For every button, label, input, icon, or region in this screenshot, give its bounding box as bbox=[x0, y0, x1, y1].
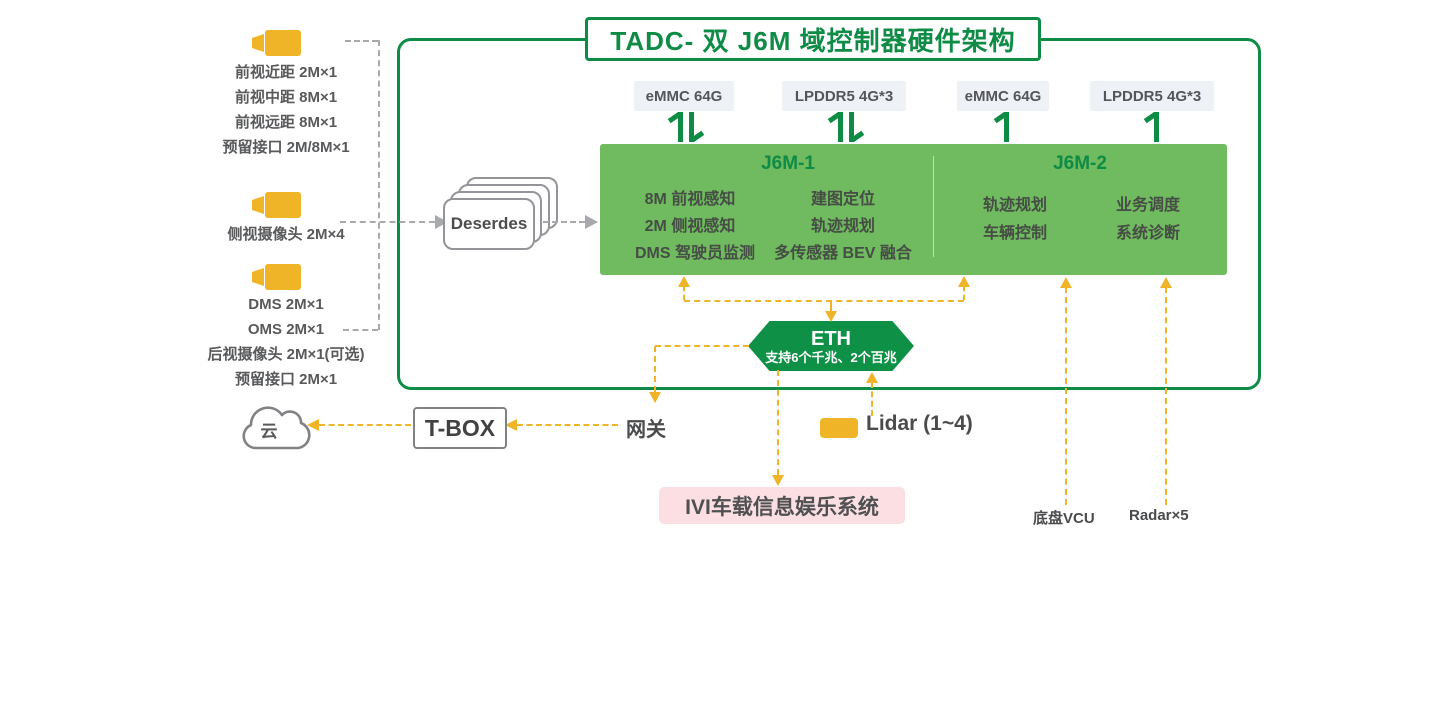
camera-lens-icon bbox=[252, 34, 264, 52]
radar-label: Radar×5 bbox=[1129, 507, 1189, 524]
diagram-title-box: TADC- 双 J6M 域控制器硬件架构 bbox=[585, 17, 1041, 61]
cabin-camera-labels: DMS 2M×1 OMS 2M×1 后视摄像头 2M×1(可选) 预留接口 2M… bbox=[188, 292, 384, 392]
eth-hexagon: ETH 支持6个千兆、2个百兆 bbox=[748, 321, 914, 371]
arrowhead-up-icon bbox=[958, 276, 970, 287]
ivi-label: IVI车载信息娱乐系统 bbox=[685, 495, 879, 519]
soc-eth-left-drop bbox=[683, 286, 685, 300]
memory-label: LPDDR5 4G*3 bbox=[1090, 81, 1214, 111]
arrow-down-icon bbox=[688, 112, 705, 143]
deserdes-to-soc-line bbox=[543, 221, 585, 223]
camera-icon bbox=[252, 262, 302, 292]
j6m1-title: J6M-1 bbox=[761, 153, 815, 174]
camera-label: OMS 2M×1 bbox=[247, 321, 325, 338]
deserdes-card-front: Deserdes bbox=[443, 198, 535, 250]
eth-gateway-line-h bbox=[655, 345, 749, 347]
soc-eth-bus-line bbox=[684, 300, 964, 302]
arrow-up-icon bbox=[1143, 111, 1160, 142]
camera-bracket-stub-top bbox=[345, 40, 378, 42]
camera-label: DMS 2M×1 bbox=[248, 296, 324, 313]
eth-top-drop bbox=[830, 301, 832, 312]
j6m2-item: 轨迹规划 bbox=[982, 197, 1048, 214]
eth-capability: 支持6个千兆、2个百兆 bbox=[765, 349, 897, 365]
front-camera-labels: 前视近距 2M×1 前视中距 8M×1 前视远距 8M×1 预留接口 2M/8M… bbox=[200, 60, 372, 160]
tbox-box: T-BOX bbox=[413, 407, 507, 449]
camera-body-icon bbox=[265, 30, 301, 56]
camera-bracket-line bbox=[378, 40, 380, 330]
arrowhead-down-icon bbox=[772, 475, 784, 486]
tbox-label: T-BOX bbox=[424, 414, 496, 441]
arrowhead-up-icon bbox=[866, 372, 878, 383]
j6m2-title: J6M-2 bbox=[1053, 153, 1107, 174]
j6m2-item: 系统诊断 bbox=[1115, 225, 1181, 242]
camera-icon bbox=[252, 190, 302, 220]
cameras-to-deserdes-line bbox=[340, 221, 435, 223]
camera-label: 前视近距 2M×1 bbox=[234, 64, 338, 81]
side-camera-labels: 侧视摄像头 2M×4 bbox=[200, 222, 372, 247]
arrowhead-right-icon bbox=[585, 215, 598, 229]
vcu-label: 底盘VCU bbox=[1033, 510, 1095, 527]
eth-gateway-line-v bbox=[654, 346, 656, 392]
eth-ivi-line bbox=[777, 370, 779, 475]
lidar-icon bbox=[820, 418, 858, 438]
camera-lens-icon bbox=[252, 196, 264, 214]
ivi-box: IVI车载信息娱乐系统 bbox=[659, 487, 905, 524]
j6m1-item: 轨迹规划 bbox=[810, 218, 876, 235]
soc-eth-right-drop bbox=[963, 286, 965, 300]
arrowhead-down-icon bbox=[825, 311, 837, 322]
j6m1-item: 2M 侧视感知 bbox=[644, 218, 736, 235]
arrow-up-icon bbox=[827, 111, 844, 142]
camera-body-icon bbox=[265, 264, 301, 290]
camera-label: 预留接口 2M/8M×1 bbox=[222, 139, 350, 156]
radar-soc-line bbox=[1165, 287, 1167, 505]
camera-label: 后视摄像头 2M×1(可选) bbox=[207, 346, 365, 363]
camera-label: 侧视摄像头 2M×4 bbox=[227, 226, 345, 243]
eth-label: ETH bbox=[811, 327, 851, 350]
lidar-label: Lidar (1~4) bbox=[866, 412, 973, 435]
diagram-title: TADC- 双 J6M 域控制器硬件架构 bbox=[610, 25, 1016, 56]
gateway-label: 网关 bbox=[626, 419, 666, 441]
gateway-tbox-line bbox=[517, 424, 618, 426]
arrowhead-down-icon bbox=[649, 392, 661, 403]
camera-body-icon bbox=[265, 192, 301, 218]
j6m1-item: DMS 驾驶员监测 bbox=[634, 245, 756, 262]
arrowhead-up-icon bbox=[1160, 277, 1172, 288]
lidar-eth-line bbox=[871, 382, 873, 416]
j6m1-item: 8M 前视感知 bbox=[644, 191, 736, 208]
arrowhead-up-icon bbox=[1060, 277, 1072, 288]
memory-label: LPDDR5 4G*3 bbox=[782, 81, 906, 111]
memory-label: eMMC 64G bbox=[634, 81, 734, 111]
deserdes-label: Deserdes bbox=[450, 214, 528, 233]
camera-label: 前视远距 8M×1 bbox=[234, 114, 338, 131]
camera-icon bbox=[252, 28, 302, 58]
tbox-cloud-line bbox=[319, 424, 411, 426]
j6m-soc-box bbox=[600, 144, 1227, 275]
arrow-down-icon bbox=[848, 112, 865, 143]
arrow-up-icon bbox=[993, 111, 1010, 142]
arrowhead-left-icon bbox=[505, 419, 517, 431]
j6m1-item: 多传感器 BEV 融合 bbox=[774, 245, 912, 262]
j6m1-item: 建图定位 bbox=[810, 191, 876, 208]
j6m2-item: 业务调度 bbox=[1115, 197, 1181, 214]
cloud-label: 云 bbox=[260, 422, 278, 441]
camera-lens-icon bbox=[252, 268, 264, 286]
camera-label: 前视中距 8M×1 bbox=[234, 89, 338, 106]
j6m2-item: 车辆控制 bbox=[982, 225, 1048, 242]
memory-label: eMMC 64G bbox=[957, 81, 1049, 111]
arrowhead-left-icon bbox=[307, 419, 319, 431]
camera-bracket-stub-bottom bbox=[343, 329, 378, 331]
camera-label: 预留接口 2M×1 bbox=[234, 371, 338, 388]
cloud-icon bbox=[231, 396, 315, 456]
arrowhead-up-icon bbox=[678, 276, 690, 287]
j6m-divider bbox=[933, 156, 934, 257]
arrow-up-icon bbox=[667, 111, 684, 142]
vcu-soc-line bbox=[1065, 287, 1067, 505]
